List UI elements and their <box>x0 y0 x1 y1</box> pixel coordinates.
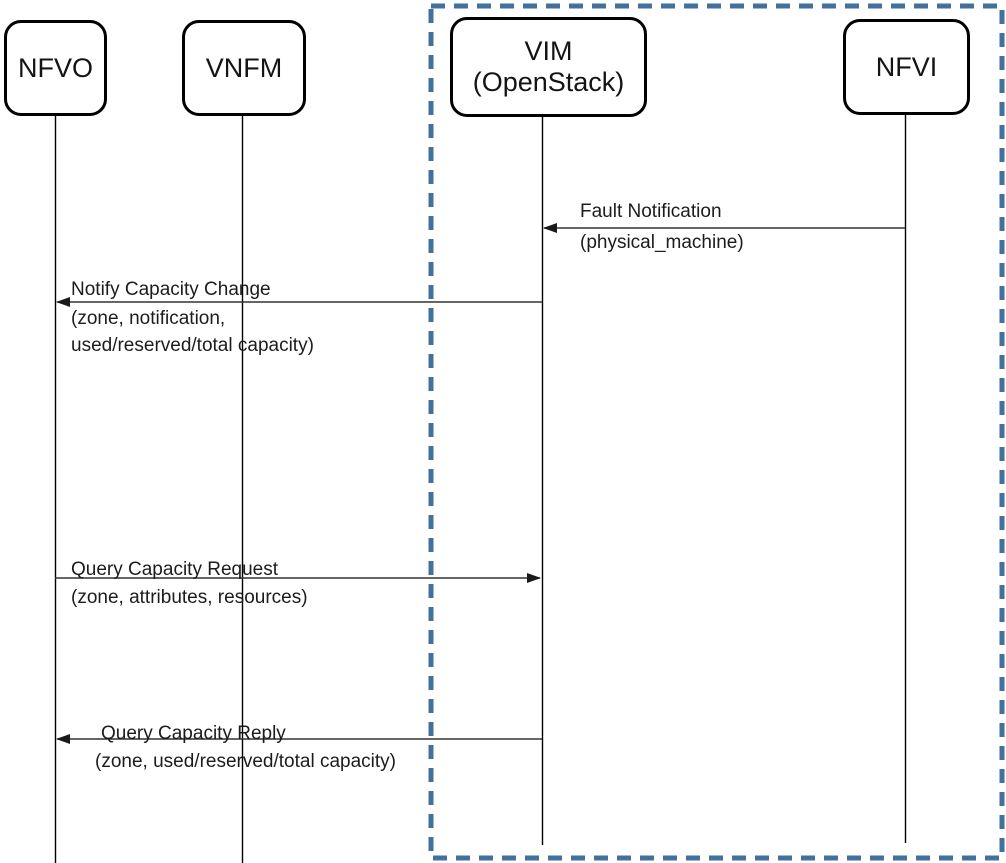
actor-vnfm: VNFM <box>182 20 306 116</box>
message-notify-capacity-change-params: (zone, notification, used/reserved/total… <box>71 308 314 356</box>
actor-nfvo: NFVO <box>4 20 107 116</box>
actor-nfvo-label: NFVO <box>17 52 93 83</box>
vim-nfvi-boundary <box>428 3 1005 861</box>
actor-nfvi: NFVI <box>843 19 970 115</box>
actor-nfvi-label: NFVI <box>875 51 938 82</box>
message-query-capacity-request-title: Query Capacity Request <box>71 559 278 580</box>
message-query-capacity-reply-params: (zone, used/reserved/total capacity) <box>95 751 396 772</box>
message-fault-notification-params: (physical_machine) <box>580 232 744 253</box>
actor-vim: VIM (OpenStack) <box>450 17 647 117</box>
message-query-capacity-request-params: (zone, attributes, resources) <box>71 587 308 608</box>
actor-vnfm-label: VNFM <box>205 52 283 83</box>
message-notify-capacity-change-title: Notify Capacity Change <box>71 279 271 300</box>
message-fault-notification-title: Fault Notification <box>580 201 722 222</box>
message-query-capacity-reply-title: Query Capacity Reply <box>101 723 286 744</box>
actor-vim-label: VIM (OpenStack) <box>472 36 625 97</box>
